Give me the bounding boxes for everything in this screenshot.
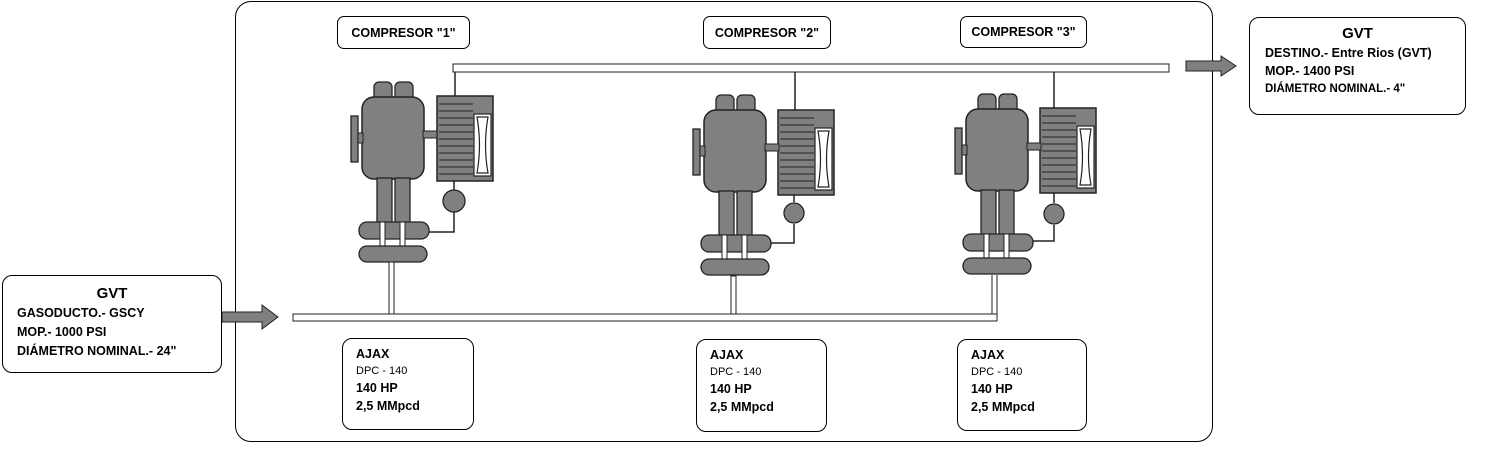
compressor-unit-3 [954, 72, 1097, 315]
destination-name: DESTINO.- Entre Rios (GVT) [1265, 46, 1432, 60]
spec-brand: AJAX [710, 348, 744, 362]
spec-capacity: 2,5 MMpcd [710, 400, 774, 414]
spec-model: DPC - 140 [356, 365, 408, 377]
source-title: GVT [96, 285, 128, 302]
spec-power: 140 HP [971, 382, 1013, 396]
destination-info-box: GVT DESTINO.- Entre Rios (GVT) MOP.- 140… [1249, 17, 1466, 115]
destination-diameter: DIÁMETRO NOMINAL.- 4" [1265, 83, 1406, 95]
source-pipeline: GASODUCTO.- GSCY [17, 306, 145, 320]
compressor-2-spec: AJAX DPC - 140 140 HP 2,5 MMpcd [696, 339, 827, 432]
source-mop: MOP.- 1000 PSI [17, 325, 107, 339]
spec-model: DPC - 140 [710, 366, 762, 378]
spec-brand: AJAX [971, 348, 1005, 362]
destination-title: GVT [1342, 25, 1373, 42]
spec-model: DPC - 140 [971, 366, 1023, 378]
outlet-arrow-icon [1185, 55, 1237, 77]
spec-power: 140 HP [356, 381, 398, 395]
compressor-3-label: COMPRESOR "3" [960, 16, 1087, 48]
suction-header-pipe [292, 313, 998, 322]
source-diameter: DIÁMETRO NOMINAL.- 24" [17, 344, 177, 358]
compressor-3-spec: AJAX DPC - 140 140 HP 2,5 MMpcd [957, 339, 1087, 431]
spec-capacity: 2,5 MMpcd [356, 399, 420, 413]
compressor-1-spec: AJAX DPC - 140 140 HP 2,5 MMpcd [342, 338, 474, 430]
compressor-2-label: COMPRESOR "2" [703, 16, 831, 49]
compressor-unit-2 [692, 72, 835, 315]
spec-power: 140 HP [710, 382, 752, 396]
compressor-1-label: COMPRESOR "1" [337, 16, 470, 49]
destination-mop: MOP.- 1400 PSI [1265, 64, 1355, 78]
source-info-box: GVT GASODUCTO.- GSCY MOP.- 1000 PSI DIÁM… [2, 275, 222, 373]
inlet-arrow-icon [221, 304, 279, 330]
discharge-header-pipe [452, 63, 1170, 73]
spec-brand: AJAX [356, 347, 390, 361]
compressor-unit-1 [350, 72, 494, 315]
spec-capacity: 2,5 MMpcd [971, 400, 1035, 414]
